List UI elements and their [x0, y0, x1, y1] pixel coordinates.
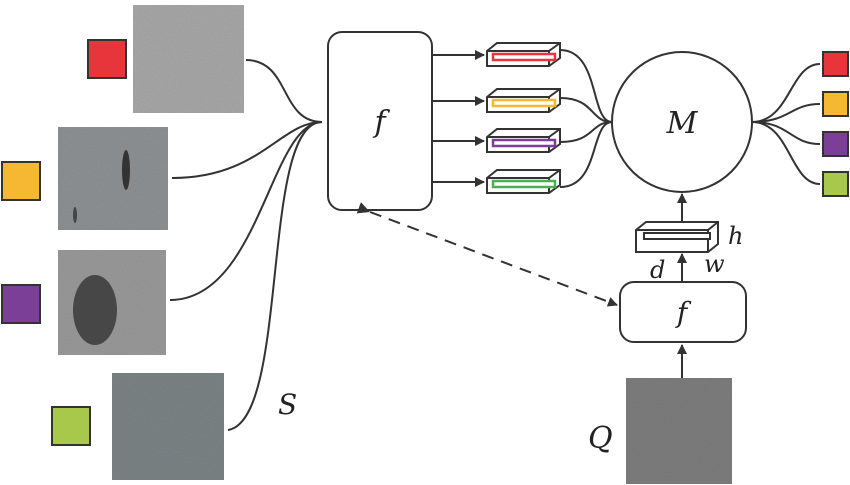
query-image — [626, 378, 732, 484]
class-marker-orange — [1, 161, 41, 201]
support-image-red-class — [133, 5, 244, 113]
support-set-label: S — [278, 388, 297, 421]
memory-label: M — [666, 106, 699, 141]
support-image-purple-class — [58, 250, 166, 355]
dim-d-label: d — [650, 256, 665, 284]
output-class-purple — [822, 131, 849, 157]
class-marker-purple — [1, 284, 41, 324]
class-marker-green — [51, 406, 91, 446]
support-feature-purple — [486, 128, 561, 153]
dim-w-label: w — [704, 250, 725, 278]
support-feature-green — [486, 169, 561, 194]
support-image-green-class — [112, 373, 224, 480]
query-feature-block — [635, 221, 719, 253]
support-feature-red — [486, 42, 561, 67]
output-class-orange — [822, 91, 849, 117]
query-encoder-box — [619, 281, 747, 343]
support-image-orange-class — [58, 127, 168, 230]
support-feature-orange — [486, 88, 561, 113]
memory-connectors — [559, 49, 613, 188]
output-class-green — [822, 171, 849, 197]
class-marker-red — [87, 39, 127, 79]
output-class-red — [822, 51, 849, 77]
shared-weights-dashed-arrow — [356, 202, 618, 307]
output-connectors — [751, 63, 821, 185]
support-connectors — [169, 59, 323, 431]
dim-h-label: h — [728, 222, 743, 250]
query-label: Q — [588, 421, 613, 456]
feature-arrows — [432, 50, 485, 187]
